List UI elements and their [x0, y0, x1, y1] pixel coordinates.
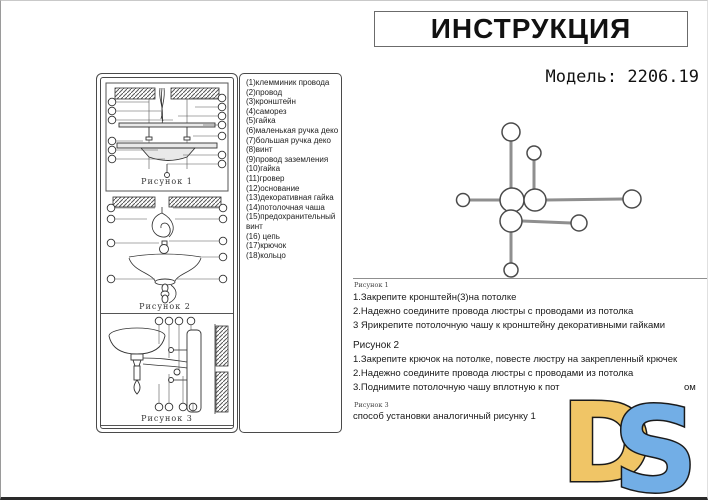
- part-item: (3)кронштейн: [246, 97, 296, 107]
- fig1-step: 3 Ярикрепите потолочную чашу к кронштейн…: [353, 319, 666, 331]
- fig2-step-partial: 3.Поднимите потолочную чашу вплотную к п…: [353, 381, 696, 393]
- diagram-panel: Рисунок 1: [96, 73, 238, 433]
- part-item: (15)предохранительный винт: [246, 212, 336, 231]
- instructions-divider: [353, 278, 707, 279]
- mounting-hardware: [116, 99, 218, 178]
- logo-letter-d: D: [561, 381, 652, 499]
- figure3-callouts: [154, 316, 198, 412]
- title-box: ИНСТРУКЦИЯ: [374, 11, 688, 47]
- figure2-caption: Рисунок 2: [139, 302, 191, 311]
- chandelier-rods: [470, 141, 624, 263]
- fig1-heading: Рисунок 1: [354, 281, 389, 289]
- part-item: (14)потолочная чаша: [246, 202, 325, 212]
- part-item: (7)большая ручка деко: [246, 135, 331, 145]
- figure2-callouts: [106, 203, 228, 284]
- part-item: (17)крючок: [246, 241, 287, 251]
- fig2-step-tail: ом: [684, 381, 696, 393]
- sconce-body: [108, 327, 188, 395]
- hook-ornament: [151, 207, 174, 254]
- figure1-diagram: Рисунок 1: [105, 82, 229, 192]
- mounting-plate: [186, 329, 202, 413]
- part-item: (8)винт: [246, 145, 273, 155]
- part-item: (13)декоративная гайка: [246, 193, 334, 203]
- fig3-note: способ установки аналогичный рисунку 1: [353, 410, 536, 422]
- part-item: (5)гайка: [246, 116, 276, 126]
- fig2-step: 2.Надежно соедините провода люстры с про…: [353, 368, 634, 380]
- chain: [160, 283, 177, 304]
- wall-hatch: [214, 324, 229, 414]
- part-item: (10)гайка: [246, 164, 281, 174]
- wires: [159, 87, 165, 126]
- figure1-callouts: [107, 93, 227, 169]
- figure1-frame: [105, 82, 229, 192]
- ceiling-hatch: [114, 87, 220, 100]
- canopy: [139, 147, 197, 161]
- figure-separator-bottom: [101, 425, 233, 426]
- part-item: (4)саморез: [246, 106, 287, 116]
- fig3-heading: Рисунок 3: [354, 400, 389, 409]
- fig1-step: 2.Надежно соедините провода люстры с про…: [353, 305, 634, 317]
- ceiling-hatch: [112, 196, 222, 208]
- parts-list-panel: (1)клемминик провода (2)провод (3)кроншт…: [239, 73, 342, 433]
- ceiling-cup: [128, 253, 202, 286]
- screws: [168, 347, 187, 383]
- logo-letter-s: S: [613, 381, 698, 499]
- part-item: (9)провод заземления: [246, 154, 329, 164]
- part-item: (12)основание: [246, 183, 300, 193]
- part-item: (2)провод: [246, 87, 283, 97]
- figure3-diagram: Рисунок 3: [108, 316, 229, 423]
- part-item: (6)маленькая ручка деко: [246, 125, 339, 135]
- fig2-heading: Рисунок 2: [353, 340, 400, 352]
- chandelier-illustration: [455, 122, 642, 278]
- fig2-step: 1.Закрепите крючок на потолке, повесте л…: [353, 354, 678, 366]
- fig1-step: 1.Закрепите кронштейн(3)на потолке: [353, 292, 517, 303]
- instructions-section: Рисунок 1 1.Закрепите кронштейн(3)на пот…: [353, 278, 707, 422]
- part-item: (18)кольцо: [246, 250, 286, 260]
- model-label: Модель: 2206.19: [545, 67, 699, 87]
- part-item: (11)гровер: [246, 173, 285, 183]
- part-item: (1)клемминик провода: [246, 78, 330, 87]
- diagram-panel-inner: Рисунок 1: [100, 77, 234, 429]
- figure3-caption: Рисунок 3: [141, 414, 193, 423]
- figure2-diagram: Рисунок 2: [106, 196, 228, 311]
- chandelier-balls: [455, 122, 642, 278]
- figure-separator: [101, 313, 233, 314]
- page-title: ИНСТРУКЦИЯ: [430, 13, 632, 44]
- figure1-caption: Рисунок 1: [141, 177, 193, 186]
- part-item: (16) цепь: [246, 231, 280, 241]
- ds-logo: D S: [561, 381, 700, 499]
